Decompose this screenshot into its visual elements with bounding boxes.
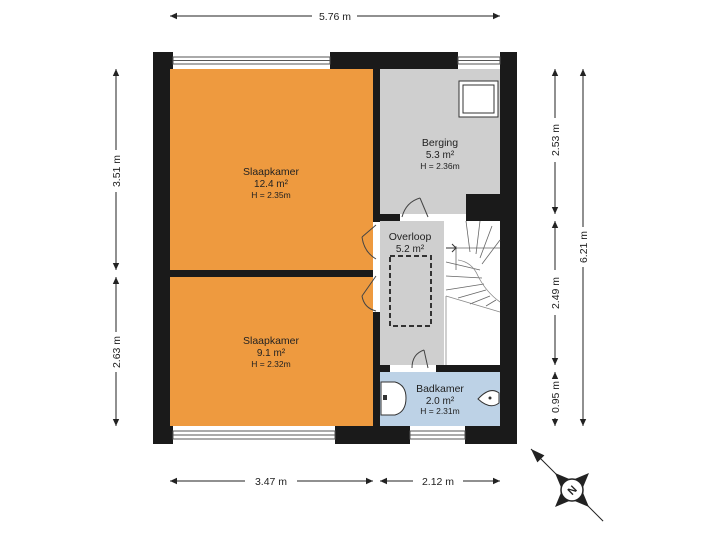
toilet xyxy=(380,381,407,416)
dim-label-right-1: 2.53 m xyxy=(550,124,562,156)
dimension-lines xyxy=(112,12,587,485)
windows xyxy=(172,56,501,440)
dim-label-left-upper: 3.51 m xyxy=(111,155,123,187)
wall-bottom-middle xyxy=(335,426,410,444)
dim-label-right-3: 0.95 m xyxy=(550,381,562,413)
wall-outer-left xyxy=(153,52,170,444)
bedroom-large-floor xyxy=(170,69,373,270)
wall-center-vertical-top xyxy=(373,52,380,222)
boiler-unit xyxy=(458,80,499,118)
attic-hatch xyxy=(389,255,432,327)
walls xyxy=(153,52,517,444)
dimension-labels: 5.76 m 3.47 m 2.12 m 3.51 m 2.63 m 2.53 … xyxy=(111,11,590,488)
room-name: Slaapkamer xyxy=(243,166,300,178)
wall-storage-bottom xyxy=(466,194,500,221)
stair-area-floor xyxy=(444,221,500,365)
door-storage xyxy=(400,197,436,221)
room-name: Overloop xyxy=(389,231,432,243)
room-height: H = 2.36m xyxy=(420,161,459,171)
dim-label-top: 5.76 m xyxy=(319,11,351,23)
door-bedroom-large xyxy=(361,222,380,262)
wall-top-right-corner xyxy=(500,52,517,69)
stairs xyxy=(445,220,501,365)
fixtures xyxy=(380,80,501,416)
dim-label-bottom-left: 3.47 m xyxy=(255,476,287,488)
room-labels: Slaapkamer 12.4 m² H = 2.35m Berging 5.3… xyxy=(243,137,464,416)
wall-storage-landing xyxy=(380,214,400,221)
dim-label-left-lower: 2.63 m xyxy=(111,336,123,368)
room-area: 2.0 m² xyxy=(426,396,455,407)
room-name: Berging xyxy=(422,137,458,149)
wall-bottom-right xyxy=(465,426,517,444)
room-height: H = 2.31m xyxy=(420,406,459,416)
dim-label-bottom-right: 2.12 m xyxy=(422,476,454,488)
room-area: 12.4 m² xyxy=(254,179,289,190)
wall-center-vertical-bottom xyxy=(373,312,380,444)
door-bedroom-small xyxy=(361,272,380,312)
wall-landing-bathroom xyxy=(436,365,500,372)
wall-outer-right xyxy=(500,52,517,444)
bedroom-small-floor xyxy=(170,277,373,426)
room-name: Badkamer xyxy=(416,383,464,395)
room-area: 9.1 m² xyxy=(257,348,286,359)
washbasin xyxy=(477,390,500,407)
room-area: 5.2 m² xyxy=(396,244,425,255)
wall-top-left-corner xyxy=(153,52,173,69)
doors xyxy=(361,197,436,372)
north-compass-icon: N xyxy=(530,448,604,522)
dim-label-right-2: 2.49 m xyxy=(550,277,562,309)
room-height: H = 2.32m xyxy=(251,359,290,369)
door-bathroom xyxy=(390,349,436,372)
wall-landing-bathroom-left xyxy=(380,365,390,372)
wall-top-middle xyxy=(330,52,458,69)
wall-bottom-left xyxy=(153,426,173,444)
room-area: 5.3 m² xyxy=(426,150,455,161)
dim-label-right-total: 6.21 m xyxy=(578,231,590,263)
room-name: Slaapkamer xyxy=(243,335,300,347)
wall-bedrooms-divider xyxy=(170,270,373,277)
room-height: H = 2.35m xyxy=(251,190,290,200)
